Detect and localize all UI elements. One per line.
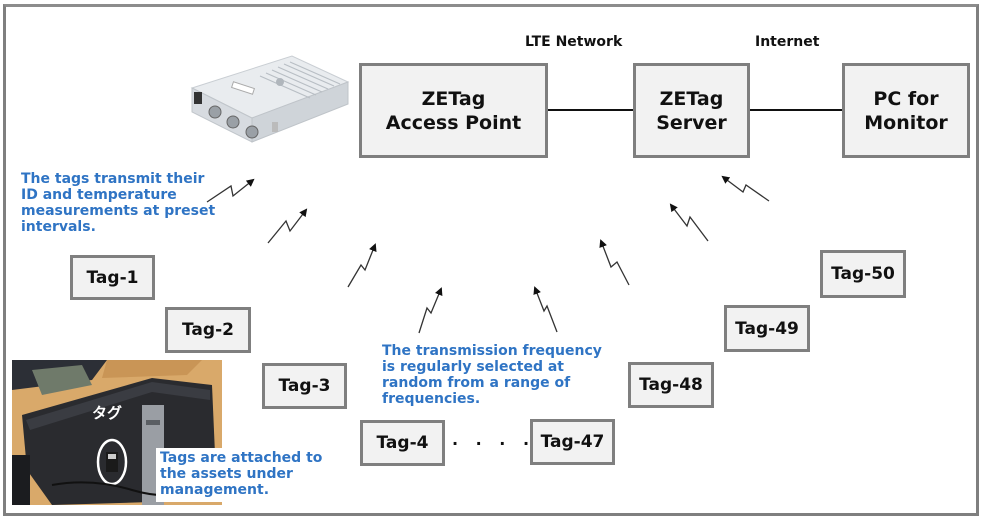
tag-label: Tag-47 bbox=[540, 432, 605, 452]
wireless-signal-icon bbox=[347, 243, 377, 288]
tag-box: Tag-2 bbox=[165, 307, 251, 353]
pc-line1: PC for bbox=[873, 87, 939, 110]
tag-box: Tag-48 bbox=[628, 362, 714, 408]
server-box: ZETag Server bbox=[633, 63, 750, 158]
tag-box: Tag-4 bbox=[360, 420, 445, 466]
wireless-signal-icon bbox=[533, 286, 558, 333]
attached-note-line: the assets under bbox=[160, 466, 293, 482]
access-point-line1: ZETag bbox=[421, 87, 486, 110]
tag-label: Tag-2 bbox=[182, 320, 234, 340]
frequency-note-line: random from a range of bbox=[382, 375, 571, 391]
frequency-note-line: frequencies. bbox=[382, 391, 481, 407]
access-point-line2: Access Point bbox=[385, 111, 522, 134]
server-line2: Server bbox=[656, 111, 727, 134]
lte-network-label: LTE Network bbox=[525, 34, 623, 50]
tag-label: Tag-3 bbox=[278, 376, 331, 396]
attached-note-line: Tags are attached to bbox=[160, 450, 323, 466]
tag-label: Tag-49 bbox=[735, 318, 799, 339]
wireless-signal-icon bbox=[721, 175, 770, 202]
transmit-note-line: ID and temperature bbox=[21, 187, 177, 203]
transmit-note-line: measurements at preset bbox=[21, 203, 216, 219]
tag-photo-label: タグ bbox=[92, 404, 123, 422]
access-point-box: ZETag Access Point bbox=[359, 63, 548, 158]
internet-connection-line bbox=[750, 109, 842, 111]
wireless-signal-icon bbox=[418, 287, 443, 334]
wireless-signal-icon bbox=[206, 178, 255, 203]
frequency-note: The transmission frequency is regularly … bbox=[382, 343, 602, 407]
tag-box: Tag-49 bbox=[724, 305, 810, 352]
attached-note-line: management. bbox=[160, 482, 270, 498]
internet-label: Internet bbox=[755, 34, 820, 50]
tag-label: Tag-1 bbox=[86, 267, 139, 288]
pc-monitor-box: PC for Monitor bbox=[842, 63, 970, 158]
tag-label: Tag-50 bbox=[831, 264, 895, 284]
frequency-note-line: The transmission frequency bbox=[382, 343, 602, 359]
tag-label: Tag-4 bbox=[376, 433, 429, 453]
ellipsis-dots: · · · · bbox=[452, 434, 536, 453]
access-point-device-image bbox=[190, 55, 350, 143]
frequency-note-line: is regularly selected at bbox=[382, 359, 564, 375]
server-line1: ZETag bbox=[659, 87, 724, 110]
attached-note: Tags are attached to the assets under ma… bbox=[156, 448, 354, 502]
tag-box: Tag-3 bbox=[262, 363, 347, 409]
wireless-signal-icon bbox=[267, 208, 308, 244]
wireless-signal-icon bbox=[599, 239, 630, 286]
transmit-note: The tags transmit their ID and temperatu… bbox=[21, 171, 215, 235]
wireless-signal-icon bbox=[669, 203, 709, 242]
transmit-note-line: The tags transmit their bbox=[21, 171, 205, 187]
tag-box: Tag-50 bbox=[820, 250, 906, 298]
lte-connection-line bbox=[548, 109, 633, 111]
tag-box: Tag-47 bbox=[530, 419, 615, 465]
transmit-note-line: intervals. bbox=[21, 219, 96, 235]
tag-label: Tag-48 bbox=[639, 375, 703, 395]
pc-line2: Monitor bbox=[864, 111, 948, 134]
tag-box: Tag-1 bbox=[70, 255, 155, 300]
